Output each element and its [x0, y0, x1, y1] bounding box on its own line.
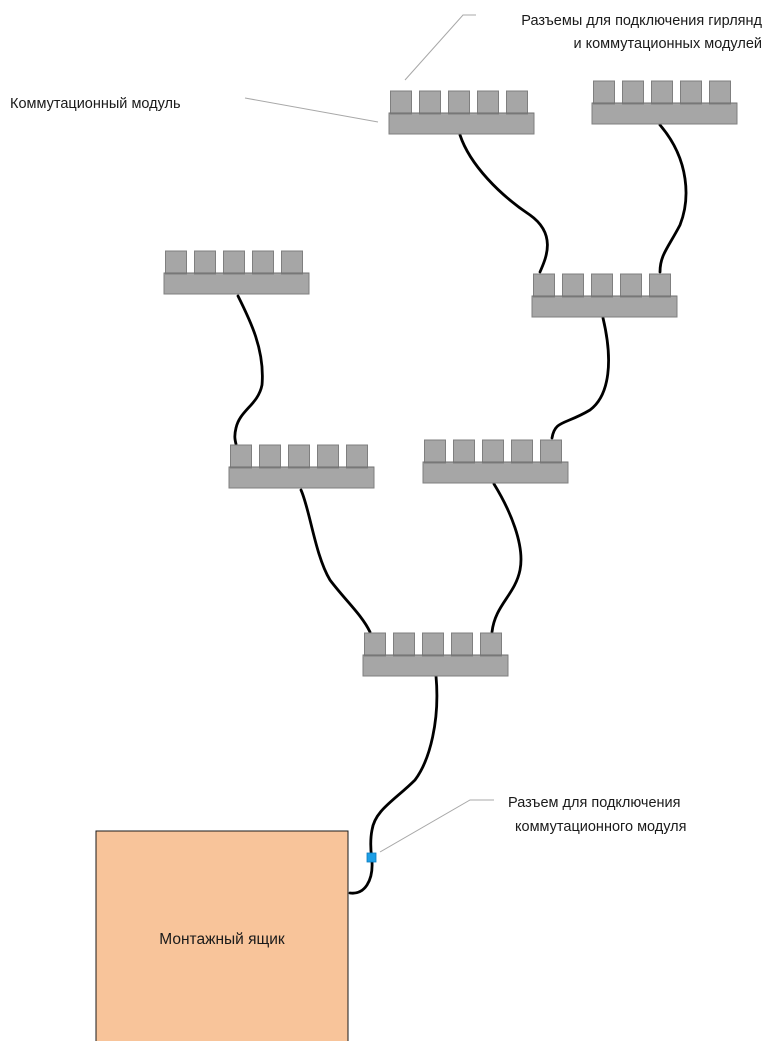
module-pin — [533, 273, 555, 298]
module-pin — [422, 632, 444, 657]
leader-lines — [244, 14, 494, 853]
module-pin — [390, 90, 412, 115]
module-pin — [709, 80, 731, 105]
cable-top-center-to-mid-right — [458, 133, 549, 274]
module-pin — [419, 90, 441, 115]
module-pin — [593, 80, 615, 105]
module-pin — [477, 90, 499, 115]
module-pin — [259, 444, 281, 469]
module-pin — [288, 444, 310, 469]
module-pin — [620, 273, 642, 298]
module-pin — [451, 632, 473, 657]
module-pin — [165, 250, 187, 275]
module-pin — [562, 273, 584, 298]
module-pin — [364, 632, 386, 657]
module-top-center — [388, 90, 535, 135]
garland-connectors-label-line2: и коммутационных модулей — [573, 36, 762, 52]
module-bottom — [362, 632, 509, 677]
module-connector — [366, 852, 377, 863]
module-pin — [281, 250, 303, 275]
module-pin — [482, 439, 504, 464]
module-pin — [453, 439, 475, 464]
module-base — [422, 461, 569, 484]
module-top-right — [591, 80, 738, 125]
cable-mid-left-to-bottom — [299, 488, 372, 634]
module-base — [531, 295, 678, 318]
module-pin — [252, 250, 274, 275]
module-pin — [540, 439, 562, 464]
cable-upper-left-to-mid-left — [233, 294, 264, 446]
module-pin — [393, 632, 415, 657]
module-pin — [511, 439, 533, 464]
module-connector-label-line2: коммутационного модуля — [515, 819, 687, 835]
module-connector-label-line1: Разъем для подключения — [508, 795, 681, 811]
module-pin — [346, 444, 368, 469]
module-pin — [194, 250, 216, 275]
cable-top-right-to-mid-right — [658, 123, 688, 274]
module-base — [388, 112, 535, 135]
module-mid-right — [531, 273, 678, 318]
module-pin — [223, 250, 245, 275]
module-pin — [649, 273, 671, 298]
module-pin — [591, 273, 613, 298]
cables — [233, 123, 688, 895]
module-pin — [448, 90, 470, 115]
module-pin — [424, 439, 446, 464]
module-base — [163, 272, 310, 295]
mounting-box — [95, 830, 349, 1041]
module-pin — [680, 80, 702, 105]
module-pin — [230, 444, 252, 469]
module-base — [362, 654, 509, 677]
cable-bottom-to-box — [348, 674, 439, 895]
cable-mid-center-to-bottom — [490, 482, 523, 634]
module-mid-left — [228, 444, 375, 489]
module-pin — [506, 90, 528, 115]
module-mid-center — [422, 439, 569, 484]
switching-module-label: Коммутационный модуль — [10, 96, 181, 112]
mounting-box-label: Монтажный ящик — [159, 931, 285, 948]
leader-module-connector — [379, 799, 494, 853]
module-pin — [480, 632, 502, 657]
module-pin — [622, 80, 644, 105]
garland-connectors-label-line1: Разъемы для подключения гирлянд — [521, 13, 762, 29]
module-pin — [651, 80, 673, 105]
modules-layer — [163, 80, 738, 677]
module-upper-left — [163, 250, 310, 295]
cable-mid-right-to-mid-center — [550, 316, 610, 440]
module-base — [591, 102, 738, 125]
leader-switching-module — [244, 97, 379, 123]
module-pin — [317, 444, 339, 469]
module-base — [228, 466, 375, 489]
leader-garland-connectors — [404, 14, 476, 81]
